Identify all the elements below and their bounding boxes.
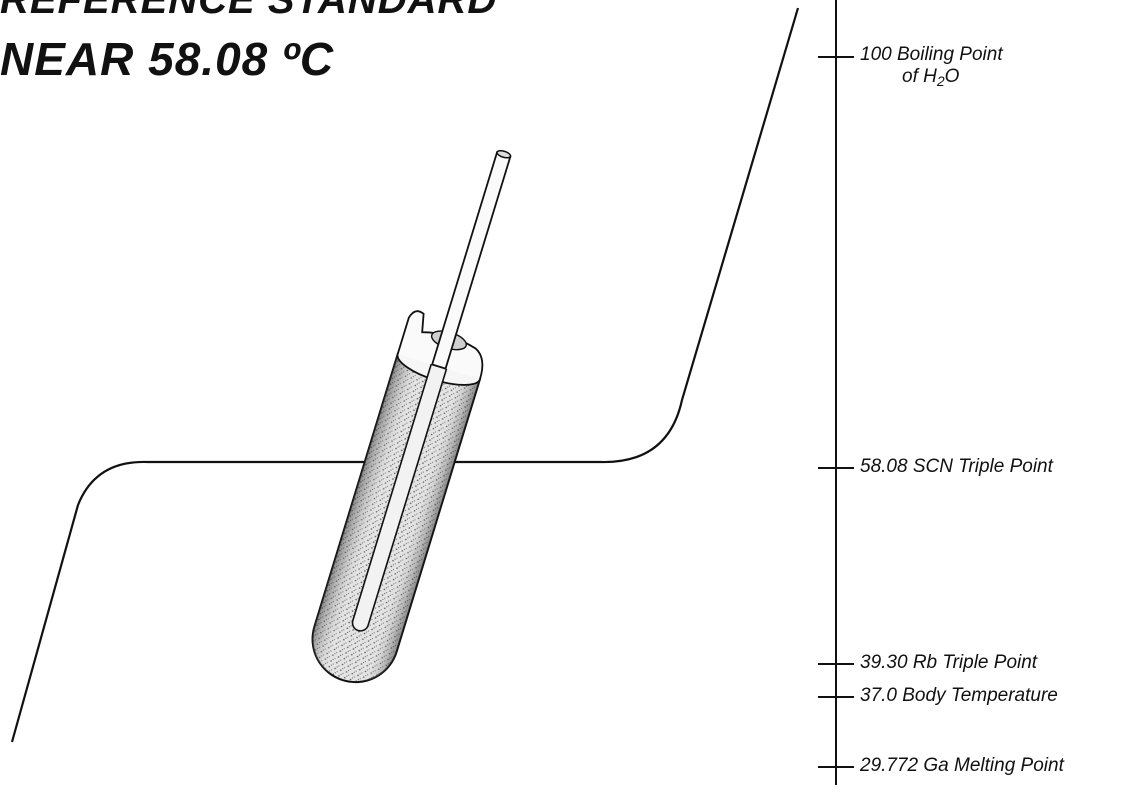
label-text: of H [902,66,937,87]
title-line-1: REFERENCE STANDARD [0,0,498,22]
label-subscript: 2 [936,73,945,89]
axis-tick-label: 39.30 Rb Triple Point [860,652,1038,673]
thermometer-well [351,363,448,632]
reference-cell [311,149,512,684]
temperature-curve [10,7,800,743]
label-text: O [944,66,960,87]
axis-tick-label: 29.772 Ga Melting Point [860,755,1064,776]
title-line-2: NEAR 58.08 ºC [0,33,335,85]
axis-tick-label-line: of H2O [860,66,1003,89]
axis-tick-label-line: 100 Boiling Point [860,44,1003,65]
axis-ticks [818,56,854,768]
axis-tick-label: 58.08 SCN Triple Point [860,456,1053,477]
thermometer-top [496,149,512,159]
thermometer-stem [431,151,512,370]
axis-tick-label: 37.0 Body Temperature [860,685,1058,706]
